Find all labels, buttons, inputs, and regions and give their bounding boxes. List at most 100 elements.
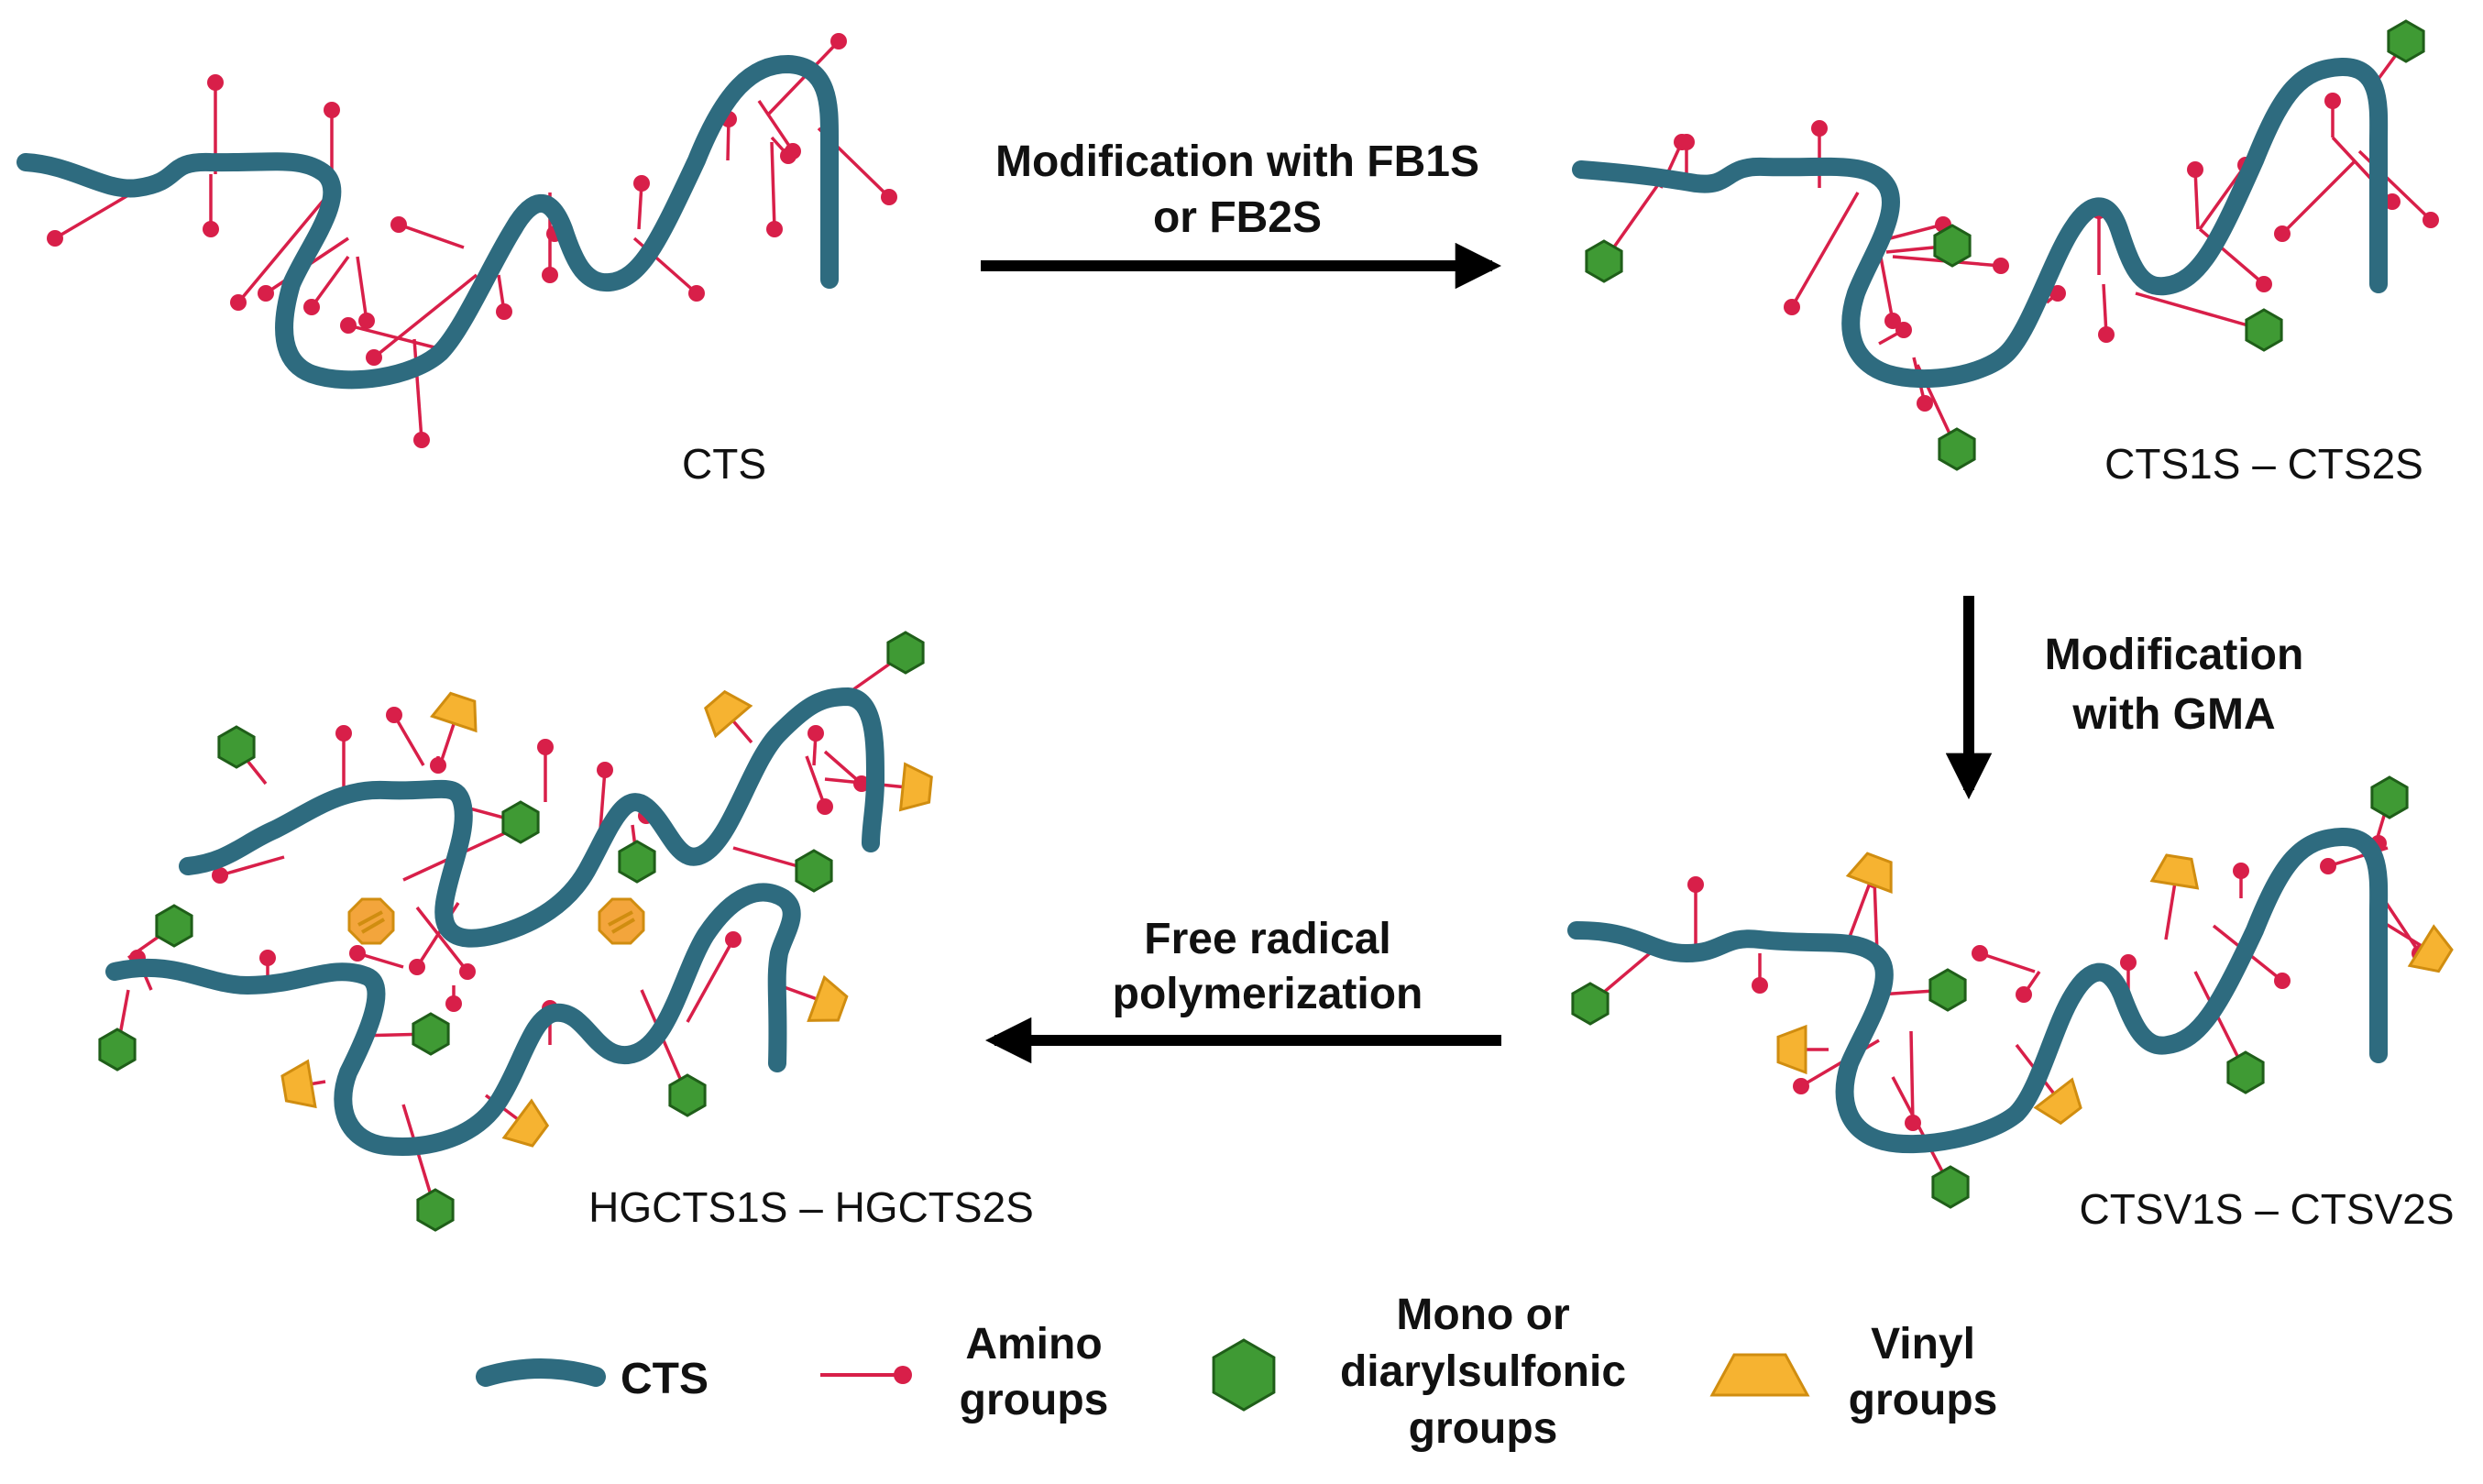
legend-vinyl-line1: Vinyl <box>1871 1320 1975 1369</box>
hgcts-chain-bottom <box>105 883 801 1156</box>
amino-pin-icon <box>2274 159 2357 242</box>
legend-amino-line1: Amino <box>965 1320 1102 1369</box>
legend-item-sulfonic: Mono or diarylsulfonic groups <box>1212 1291 1626 1453</box>
hexagon-icon <box>886 631 925 675</box>
sulfonic-group <box>217 725 268 786</box>
cts-chain-path <box>16 55 840 390</box>
vinyl-group <box>778 974 849 1022</box>
amino-pin-icon <box>1905 1030 1921 1131</box>
panel-ctsv: CTSV1S – CTSV2S <box>1567 775 2455 1233</box>
step1-line2: or FB2S <box>1153 193 1322 242</box>
sulfonic-group <box>1891 1076 1970 1209</box>
step2-line2: with GMA <box>2071 690 2275 739</box>
trapezoid-icon <box>280 1059 317 1109</box>
amino-pin-icon <box>349 945 404 969</box>
label-hgcts: HGCTS1S – HGCTS2S <box>588 1183 1034 1231</box>
step3-line1: Free radical <box>1144 915 1390 963</box>
sulfonic-group <box>640 989 707 1117</box>
trapezoid-icon <box>501 1098 550 1148</box>
amino-pin-icon <box>2098 283 2115 343</box>
cts-chain-path <box>179 687 884 948</box>
hexagon-icon <box>2226 1050 2265 1094</box>
trapezoid-icon <box>2407 924 2454 973</box>
amino-pin-icon <box>303 255 350 315</box>
hexagon-icon <box>412 1012 450 1056</box>
amino-pin-icon <box>2233 863 2249 898</box>
amino-pin-icon <box>340 317 439 350</box>
amino-pin-icon <box>2016 971 2041 1003</box>
cts-chain <box>16 55 840 390</box>
amino-pin-icon <box>496 274 512 320</box>
hexagon-icon <box>501 800 540 844</box>
amino-pin-icon <box>686 931 742 1023</box>
arrow-step-1: Modification with FB1S or FB2S <box>981 137 1502 290</box>
amino-pin-icon <box>445 985 462 1012</box>
arrow-step-3: Free radical polymerization <box>984 915 1501 1064</box>
sulfonic-group <box>357 1012 450 1056</box>
trapezoid-icon <box>430 691 478 733</box>
hexagon-icon <box>155 904 193 948</box>
amino-pin-icon <box>386 707 425 766</box>
cts-chain-icon <box>476 1358 606 1387</box>
hexagon-icon <box>1928 968 1967 1012</box>
trapezoid-icon <box>807 974 849 1022</box>
legend-cts-label: CTS <box>621 1355 709 1403</box>
hexagon-icon <box>668 1073 707 1117</box>
sulfonic-group <box>401 1104 455 1232</box>
label-ctsv: CTSV1S – CTSV2S <box>2079 1185 2454 1233</box>
vinyl-group <box>280 1059 326 1109</box>
step1-line1: Modification with FB1S <box>995 137 1479 186</box>
amino-groups <box>47 33 897 448</box>
vinyl-group <box>484 1094 550 1148</box>
amino-pin-icon <box>820 1366 912 1384</box>
hexagon-icon <box>2245 308 2283 352</box>
hexagon-icon <box>1938 427 1976 471</box>
amino-pin-icon <box>1877 247 1901 329</box>
panel-cts: CTS <box>16 33 897 488</box>
crosslink-icon <box>347 897 395 945</box>
sulfonic-groups <box>1585 19 2425 471</box>
sulfonic-group <box>1585 181 1661 283</box>
amino-pin-icon <box>366 273 478 366</box>
label-cts1s: CTS1S – CTS2S <box>2104 440 2423 488</box>
sulfonic-group <box>732 846 833 893</box>
vinyl-groups <box>280 689 933 1148</box>
hexagon-icon <box>1571 982 1610 1026</box>
amino-pin-icon <box>230 191 332 311</box>
vinyl-group <box>430 691 478 766</box>
ctsv-chain <box>1567 827 2389 1154</box>
crosslink-groups <box>347 897 645 945</box>
trapezoid-icon <box>704 689 753 739</box>
amino-pin-icon <box>412 338 430 448</box>
crosslink-icon <box>598 897 645 945</box>
amino-pin-icon <box>430 756 446 774</box>
legend-sulfonic-line1: Mono or <box>1396 1291 1569 1339</box>
amino-pin-icon <box>537 739 554 802</box>
amino-pin-icon <box>1687 876 1704 953</box>
amino-pin-icon <box>766 141 783 237</box>
hexagon-icon <box>618 840 656 884</box>
sulfonic-group <box>618 824 656 884</box>
amino-pin-icon <box>356 256 375 329</box>
panel-cts1s: CTS1S – CTS2S <box>1572 19 2439 488</box>
trapezoid-icon <box>2033 1077 2082 1126</box>
vinyl-group <box>2149 853 2200 940</box>
hexagon-icon <box>1931 1165 1970 1209</box>
hexagon-icon <box>795 849 833 893</box>
step3-line2: polymerization <box>1113 970 1423 1018</box>
amino-pin-icon <box>1811 120 1828 188</box>
amino-pin-icon <box>808 725 824 766</box>
cts-chain-path <box>105 883 801 1156</box>
legend: CTS Amino groups Mono or diarylsulfonic … <box>476 1291 1997 1453</box>
vinyl-group <box>704 689 753 744</box>
trapezoid-icon <box>1776 1024 1807 1075</box>
hgcts-chain-top <box>179 687 884 948</box>
vinyl-group <box>1845 852 1893 945</box>
sulfonic-group <box>2135 291 2283 352</box>
amino-pin-icon <box>2324 93 2341 137</box>
trapezoid-icon <box>2149 853 2200 890</box>
amino-pin-icon <box>203 174 219 237</box>
vinyl-group <box>1776 1024 1829 1075</box>
hexagon-icon <box>416 1188 455 1232</box>
